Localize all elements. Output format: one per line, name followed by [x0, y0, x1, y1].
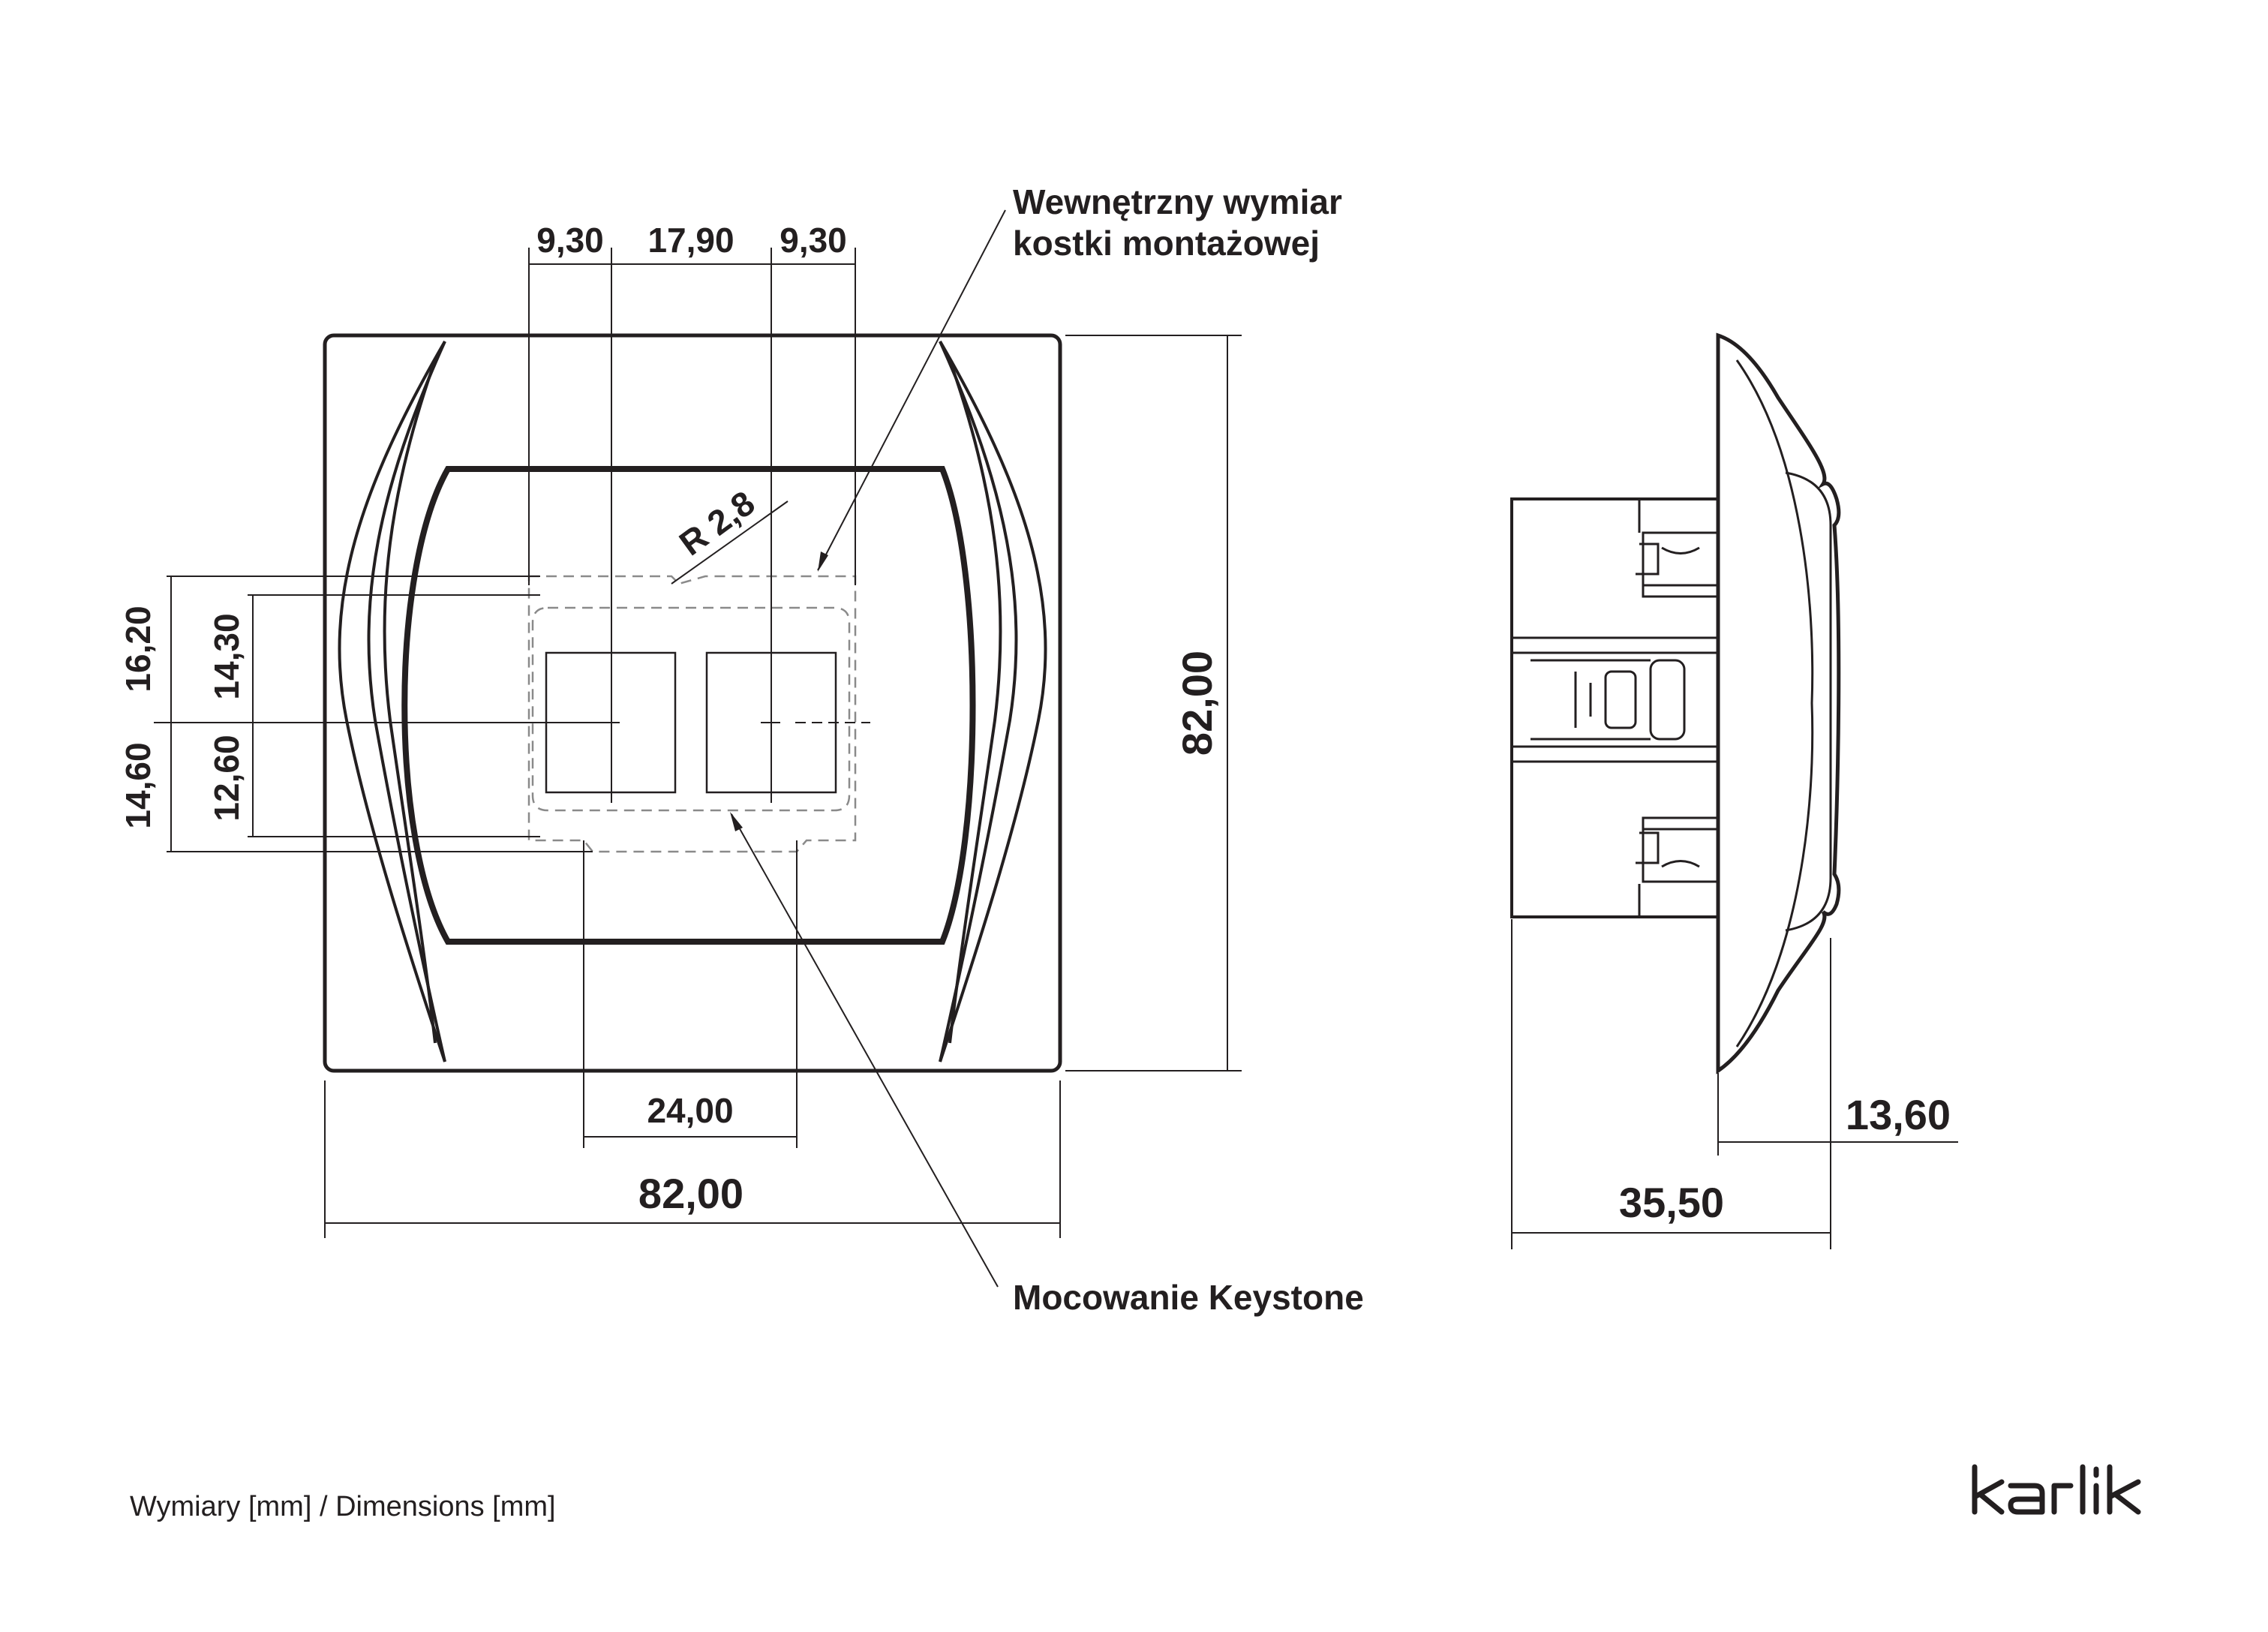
height-extension-lines	[1065, 335, 1242, 1071]
dim-side-front-depth: 13,60	[1846, 1091, 1951, 1138]
dim-right-height: 82,00	[1173, 651, 1221, 756]
dim-left-outer-upper: 16,20	[119, 606, 158, 692]
dim-top-middle: 17,90	[647, 221, 734, 260]
side-lower-latch	[1636, 816, 1720, 883]
units-note: Wymiary [mm] / Dimensions [mm]	[130, 1491, 556, 1522]
dim-left-outer-lower: 14,60	[119, 742, 158, 828]
side-box-body	[1510, 497, 1720, 918]
side-extension-lines	[1511, 919, 1958, 1249]
side-plate-bump	[1785, 471, 1832, 932]
dim-bottom-width: 82,00	[638, 1170, 743, 1217]
inner-box-callout-leader	[817, 209, 1006, 571]
keystone-callout-arrowhead	[730, 812, 743, 831]
inner-plate	[401, 466, 976, 945]
dim-top-right: 9,30	[780, 221, 847, 260]
dim-left-inner-upper: 14,30	[207, 613, 246, 699]
callout-inner-box-line1: Wewnętrzny wymiar	[1013, 182, 1342, 221]
bottom-extension-lines	[324, 840, 1061, 1238]
dim-left-inner-lower: 12,60	[207, 735, 246, 821]
dim-bottom-inner: 24,00	[647, 1091, 733, 1130]
left-crescent-decoration	[338, 340, 446, 1062]
callout-keystone: Mocowanie Keystone	[1013, 1278, 1364, 1317]
inner-box-callout-arrowhead	[818, 552, 828, 572]
left-extension-lines	[154, 576, 611, 852]
side-plate-profile	[1716, 332, 1841, 1074]
brand-logo	[1972, 1464, 2141, 1515]
keystone-module-dashed-outline	[531, 606, 851, 812]
side-view: 13,60 35,50	[1510, 332, 1958, 1249]
keystone-callout-leader	[731, 813, 999, 1288]
side-upper-latch	[1636, 531, 1720, 598]
mounting-box-dashed-outline	[527, 575, 857, 853]
side-middle-latch	[1510, 636, 1720, 763]
front-view: 9,30 17,90 9,30 R 2,8 16,20 14,60 14,30 …	[119, 182, 1364, 1317]
radius-leader-line	[671, 500, 789, 585]
top-extension-lines	[528, 248, 856, 803]
side-plate-inner-curve	[1735, 359, 1814, 1047]
dim-top-left: 9,30	[536, 221, 604, 260]
right-crescent-decoration	[939, 340, 1047, 1062]
dim-side-total-depth: 35,50	[1619, 1179, 1724, 1226]
frame-outline	[323, 333, 1062, 1073]
callout-inner-box-line2: kostki montażowej	[1013, 224, 1320, 263]
